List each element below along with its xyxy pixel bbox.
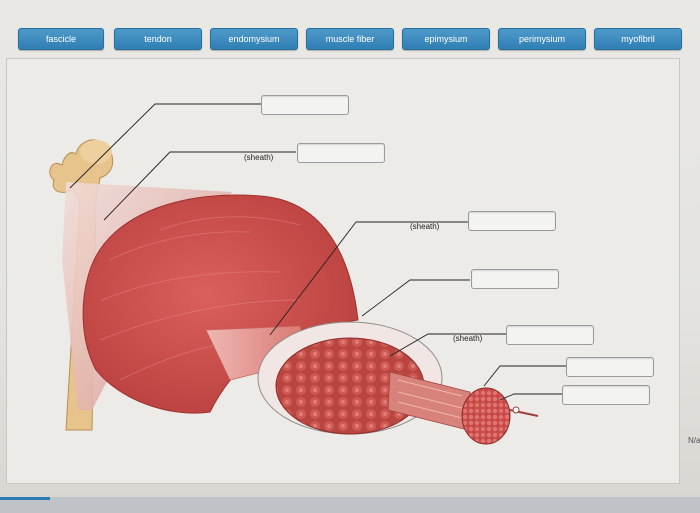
drop-target-6[interactable] <box>566 357 654 377</box>
drop-target-5[interactable] <box>506 325 594 345</box>
label-chip-muscle-fiber[interactable]: muscle fiber <box>306 28 394 50</box>
bottom-bar <box>0 497 700 513</box>
label-chip-fascicle[interactable]: fascicle <box>18 28 104 50</box>
sheath-label-1: (sheath) <box>244 153 274 162</box>
label-chip-endomysium[interactable]: endomysium <box>210 28 298 50</box>
label-bank: fascicle tendon endomysium muscle fiber … <box>0 22 700 56</box>
label-chip-myofibril[interactable]: myofibril <box>594 28 682 50</box>
sheath-label-2: (sheath) <box>410 222 440 231</box>
drop-target-7[interactable] <box>562 385 650 405</box>
label-chip-perimysium[interactable]: perimysium <box>498 28 586 50</box>
progress-indicator <box>0 497 50 500</box>
drop-target-1[interactable] <box>261 95 349 115</box>
drop-target-2[interactable] <box>297 143 385 163</box>
label-chip-epimysium[interactable]: epimysium <box>402 28 490 50</box>
drop-target-3[interactable] <box>468 211 556 231</box>
drop-target-4[interactable] <box>471 269 559 289</box>
label-chip-tendon[interactable]: tendon <box>114 28 202 50</box>
edge-text: N/a <box>688 436 700 445</box>
sheath-label-3: (sheath) <box>453 334 483 343</box>
